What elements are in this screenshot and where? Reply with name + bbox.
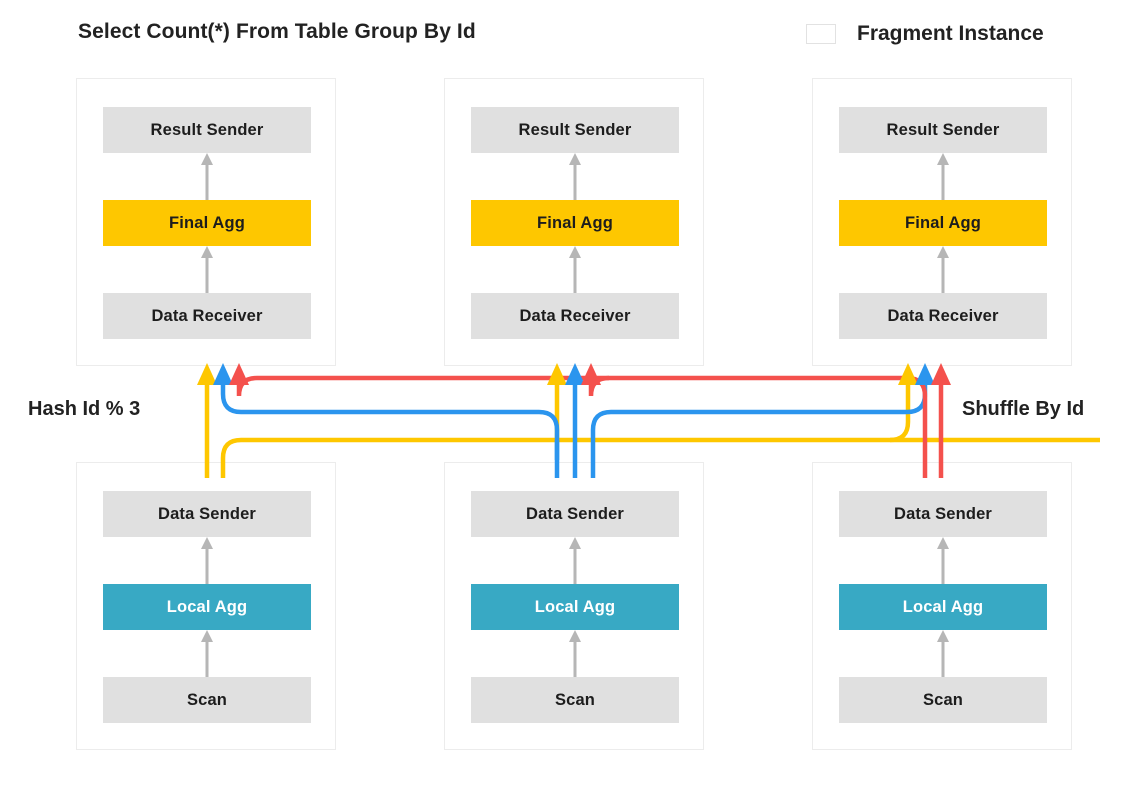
arrow-up-icon [201, 537, 213, 584]
arrow-up-icon [201, 630, 213, 677]
node-data-sender[interactable]: Data Sender [103, 491, 311, 537]
arrowhead-red-frag0 [229, 363, 249, 385]
fragment-instance-lower-1[interactable]: Data Sender Local Agg Scan [444, 462, 704, 750]
label-hash-id: Hash Id % 3 [28, 398, 141, 420]
node-data-receiver[interactable]: Data Receiver [103, 293, 311, 339]
fragment-instance-lower-0[interactable]: Data Sender Local Agg Scan [76, 462, 336, 750]
node-local-agg[interactable]: Local Agg [103, 584, 311, 630]
fragment-instance-upper-2[interactable]: Result Sender Final Agg Data Receiver [812, 78, 1072, 366]
arrow-up-icon [569, 246, 581, 293]
fragment-instance-upper-0[interactable]: Result Sender Final Agg Data Receiver [76, 78, 336, 366]
wire-yellow-to-frag2 [889, 382, 911, 443]
node-final-agg[interactable]: Final Agg [103, 200, 311, 246]
wire-blue-to-frag0 [220, 382, 560, 460]
arrow-up-icon [569, 630, 581, 677]
legend: Fragment Instance [806, 22, 1044, 46]
arrowhead-blue-frag1 [565, 363, 585, 385]
arrowhead-red-frag2 [931, 363, 951, 385]
arrowhead-blue-frag2 [915, 363, 935, 385]
node-scan[interactable]: Scan [471, 677, 679, 723]
arrow-up-icon [569, 153, 581, 200]
label-shuffle-by: Shuffle By Id [962, 398, 1085, 420]
arrow-up-icon [569, 537, 581, 584]
wire-arrowheads [197, 363, 951, 385]
arrowhead-yellow-frag1 [547, 363, 567, 385]
arrowhead-yellow-frag0 [197, 363, 217, 385]
node-final-agg[interactable]: Final Agg [471, 200, 679, 246]
fragment-instance-lower-2[interactable]: Data Sender Local Agg Scan [812, 462, 1072, 750]
arrowhead-yellow-frag2 [898, 363, 918, 385]
node-scan[interactable]: Scan [103, 677, 311, 723]
node-local-agg[interactable]: Local Agg [839, 584, 1047, 630]
arrow-up-icon [937, 537, 949, 584]
wire-red-to-frag1 [588, 375, 610, 397]
page-title: Select Count(*) From Table Group By Id [78, 20, 476, 43]
node-result-sender[interactable]: Result Sender [471, 107, 679, 153]
arrow-up-icon [201, 246, 213, 293]
node-local-agg[interactable]: Local Agg [471, 584, 679, 630]
node-data-receiver[interactable]: Data Receiver [839, 293, 1047, 339]
arrowhead-blue-frag0 [213, 363, 233, 385]
node-result-sender[interactable]: Result Sender [103, 107, 311, 153]
node-data-sender[interactable]: Data Sender [471, 491, 679, 537]
arrowhead-red-frag1 [581, 363, 601, 385]
node-scan[interactable]: Scan [839, 677, 1047, 723]
arrow-up-icon [937, 630, 949, 677]
arrow-up-icon [201, 153, 213, 200]
fragment-instance-swatch-icon [806, 24, 836, 44]
node-result-sender[interactable]: Result Sender [839, 107, 1047, 153]
arrow-up-icon [937, 246, 949, 293]
arrow-up-icon [937, 153, 949, 200]
node-final-agg[interactable]: Final Agg [839, 200, 1047, 246]
node-data-receiver[interactable]: Data Receiver [471, 293, 679, 339]
fragment-instance-upper-1[interactable]: Result Sender Final Agg Data Receiver [444, 78, 704, 366]
legend-label: Fragment Instance [857, 22, 1044, 45]
node-data-sender[interactable]: Data Sender [839, 491, 1047, 537]
